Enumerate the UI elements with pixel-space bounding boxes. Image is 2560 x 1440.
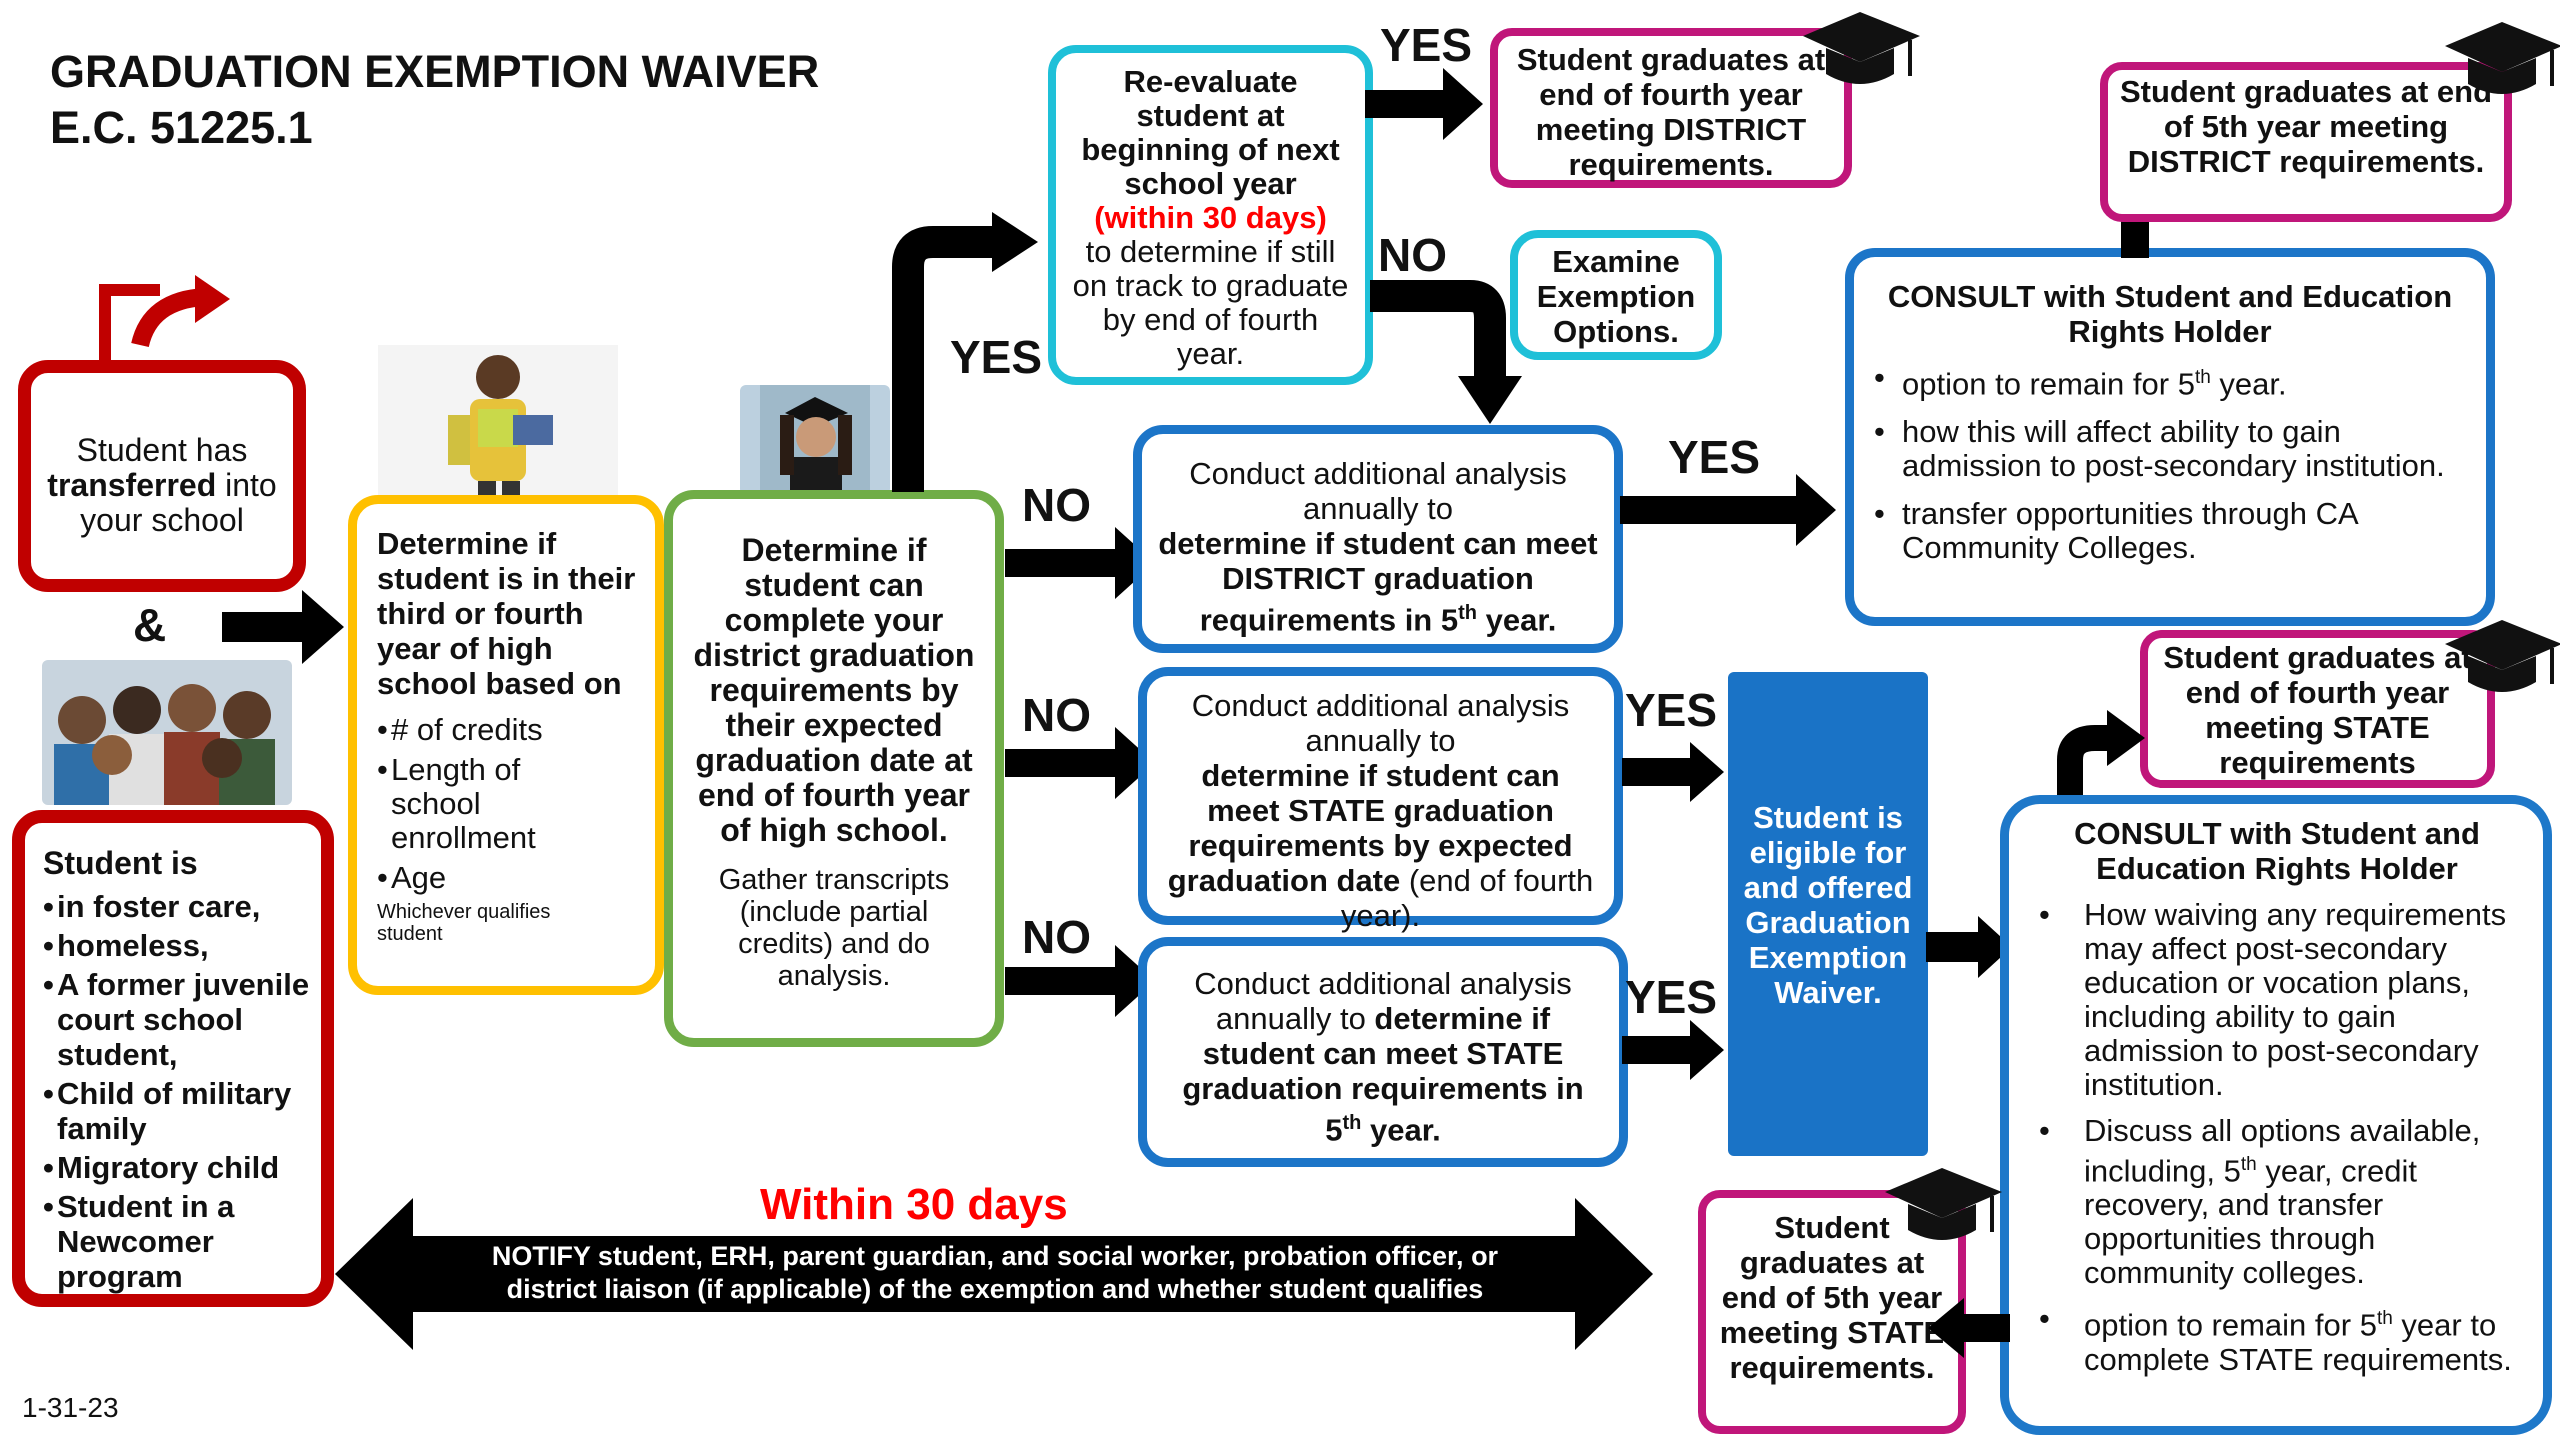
list-item: •Child of military family	[43, 1076, 292, 1146]
graduation-cap-icon	[2445, 22, 2560, 94]
determine-box-heading: Determine if student can complete your d…	[693, 532, 975, 848]
label-no: NO	[1378, 229, 1447, 281]
list-item: •option to remain for 5th year to comple…	[2039, 1301, 2512, 1377]
list-item: •homeless,	[43, 928, 209, 963]
arrow-to-state-5	[1928, 1298, 2010, 1358]
determine-box: Determine if student can complete your d…	[664, 490, 1004, 1047]
label-yes: YES	[1625, 684, 1718, 736]
analysis-state-5th-box: Conduct additional analysis annually to …	[1138, 937, 1628, 1167]
student-is-box: Student is •in foster care, •homeless, •…	[12, 810, 334, 1307]
arrow-to-consult-state	[1926, 916, 2012, 978]
reevaluate-box: Re-evaluate student at beginning of next…	[1048, 45, 1373, 385]
list-item: •Length of school enrollment	[377, 752, 536, 855]
arrow-no-to-state-4	[1005, 727, 1155, 799]
label-yes: YES	[950, 331, 1043, 383]
ampersand: &	[133, 599, 167, 651]
students-group-photo	[42, 660, 292, 805]
year-box: Determine if student is in their third o…	[348, 495, 664, 995]
arrow-to-year-box	[222, 590, 344, 664]
title-line-2: E.C. 51225.1	[50, 102, 313, 153]
date-stamp: 1-31-23	[22, 1392, 119, 1423]
label-yes: YES	[1380, 19, 1473, 71]
analysis-state-4th-box: Conduct additional analysis annually to …	[1138, 667, 1623, 933]
arrow-yes-to-district-4	[1365, 68, 1483, 140]
consult-state-list: •How waiving any requirements may affect…	[2029, 898, 2525, 1377]
eligible-box: Student is eligible for and offered Grad…	[1728, 672, 1928, 1156]
notify-text: NOTIFY student, ERH, parent guardian, an…	[491, 1241, 1499, 1304]
outcome-state-4th-year: Student graduates at end of fourth year …	[2140, 630, 2495, 788]
arrow-no-to-state-5	[1005, 945, 1155, 1017]
year-box-heading: Determine if student is in their third o…	[377, 526, 636, 701]
list-item: •transfer opportunities through CA Commu…	[1874, 496, 2357, 566]
arrow-no-to-district	[1005, 527, 1155, 599]
arrow-up-to-state-4	[2057, 710, 2145, 810]
consult-district-heading: CONSULT with Student and Education Right…	[1887, 279, 2453, 349]
list-item: •option to remain for 5th year.	[1874, 360, 2287, 402]
label-no: NO	[1022, 911, 1091, 963]
arrow-yes-to-consult-district	[1620, 474, 1836, 546]
page-title: GRADUATION EXEMPTION WAIVER E.C. 51225.1	[50, 44, 819, 156]
arrow-yes-to-eligible-1	[1622, 742, 1724, 802]
list-item: •in foster care,	[43, 889, 261, 924]
graduation-cap-icon	[1885, 1168, 2002, 1240]
notify-deadline: Within 30 days	[760, 1180, 1068, 1229]
list-item: •Student in a Newcomer program	[43, 1189, 235, 1294]
graduation-cap-icon	[1803, 12, 1920, 84]
label-yes: YES	[1625, 971, 1718, 1023]
student-books-photo	[378, 345, 618, 495]
label-yes: YES	[1668, 431, 1761, 483]
consult-district-box: CONSULT with Student and Education Right…	[1845, 248, 2495, 626]
list-item: •Discuss all options available, includin…	[2039, 1113, 2481, 1291]
reevaluate-heading: Re-evaluate student at beginning of next…	[1081, 64, 1340, 201]
consult-state-heading: CONSULT with Student and Education Right…	[2074, 816, 2480, 886]
list-item: •how this will affect ability to gain ad…	[1874, 414, 2445, 484]
transfer-arrow-icon	[99, 275, 230, 360]
list-item: •A former juvenile court school student,	[43, 967, 310, 1072]
outcome-district-4th-year: Student graduates at end of fourth year …	[1490, 28, 1852, 188]
graduate-photo	[740, 385, 890, 495]
graduation-cap-icon	[2445, 620, 2560, 692]
examine-box: Examine Exemption Options.	[1510, 230, 1722, 360]
determine-box-body: Gather transcripts (include partial cred…	[718, 864, 950, 992]
outcome-state-5th-year: Student graduates at end of 5th year mee…	[1698, 1190, 1966, 1434]
transfer-box: Student has transferred into your school	[18, 360, 306, 592]
notify-double-arrow	[335, 1198, 1653, 1350]
label-no: NO	[1022, 479, 1091, 531]
list-item: •# of credits	[377, 712, 543, 747]
year-criteria-list: •# of credits •Length of school enrollme…	[377, 713, 643, 895]
arrow-no-down	[1370, 280, 1522, 424]
list-item: •Age	[377, 860, 447, 895]
year-box-note: Whichever qualifies student	[377, 901, 551, 945]
arrow-yes-to-eligible-2	[1622, 1020, 1724, 1080]
reevaluate-body: to determine if still on track to gradua…	[1072, 234, 1349, 371]
list-item: •How waiving any requirements may affect…	[2039, 897, 2507, 1102]
consult-state-box: CONSULT with Student and Education Right…	[2000, 795, 2552, 1435]
student-is-list: •in foster care, •homeless, •A former ju…	[43, 889, 321, 1294]
list-item: •Migratory child	[43, 1150, 280, 1185]
outcome-district-5th-year: Student graduates at end of 5th year mee…	[2100, 62, 2512, 222]
consult-district-list: •option to remain for 5th year. •how thi…	[1874, 361, 2466, 565]
label-no: NO	[1022, 689, 1091, 741]
title-line-1: GRADUATION EXEMPTION WAIVER	[50, 46, 820, 97]
student-is-heading: Student is	[43, 845, 198, 881]
analysis-district-box: Conduct additional analysis annually to …	[1133, 425, 1623, 653]
arrow-yes-up	[892, 212, 1038, 492]
reevaluate-deadline: (within 30 days)	[1094, 200, 1327, 235]
